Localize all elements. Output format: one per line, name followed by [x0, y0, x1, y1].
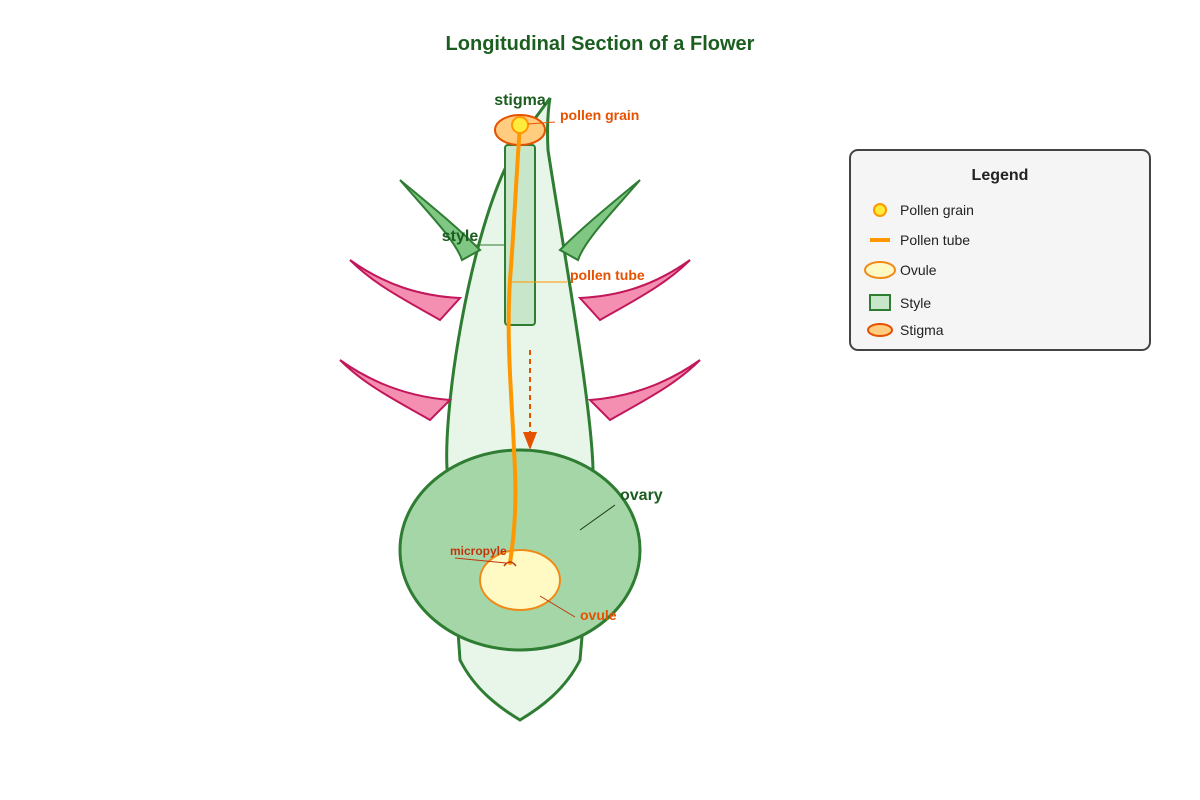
pollen-grain — [511, 116, 529, 134]
label-micropyle: micropyle — [450, 544, 507, 558]
label-style: style — [442, 228, 479, 245]
label-ovule: ovule — [580, 607, 617, 623]
micropyle-mark — [503, 561, 517, 567]
style-icon — [869, 294, 891, 311]
legend-item-ovule: Ovule — [900, 262, 937, 278]
label-stigma: stigma — [494, 92, 546, 109]
growth-arrow-head — [523, 432, 537, 450]
label-pollen-tube: pollen tube — [570, 267, 645, 283]
legend-item-pollen-grain: Pollen grain — [900, 202, 974, 218]
petal-upper-right — [577, 259, 691, 322]
pollen-tube — [506, 123, 522, 565]
legend-box — [849, 149, 1151, 351]
pollen-tube-icon — [870, 238, 890, 242]
leader-ovary — [579, 504, 616, 531]
label-pollen-grain: pollen grain — [560, 107, 639, 123]
legend: Legend Pollen grain Pollen tube Ovule St… — [849, 149, 1151, 351]
petal-upper-left — [349, 259, 463, 322]
petal-lower-right — [587, 359, 701, 422]
ovule — [479, 549, 561, 611]
ovule-icon — [864, 261, 896, 279]
diagram-title: Longitudinal Section of a Flower — [446, 33, 755, 55]
sepal-left — [399, 179, 482, 262]
legend-item-style: Style — [900, 295, 931, 311]
sepal-right — [558, 179, 641, 262]
pollen-grain-icon — [873, 203, 887, 217]
leader-pollen-grain — [527, 121, 556, 125]
legend-item-pollen-tube: Pollen tube — [900, 232, 970, 248]
leader-micropyle — [454, 557, 507, 564]
label-ovary: ovary — [620, 487, 663, 504]
legend-item-stigma: Stigma — [900, 322, 944, 338]
legend-title: Legend — [972, 167, 1029, 184]
leader-ovule — [539, 595, 576, 618]
stigma-icon — [867, 323, 893, 337]
petal-lower-left — [339, 359, 453, 422]
